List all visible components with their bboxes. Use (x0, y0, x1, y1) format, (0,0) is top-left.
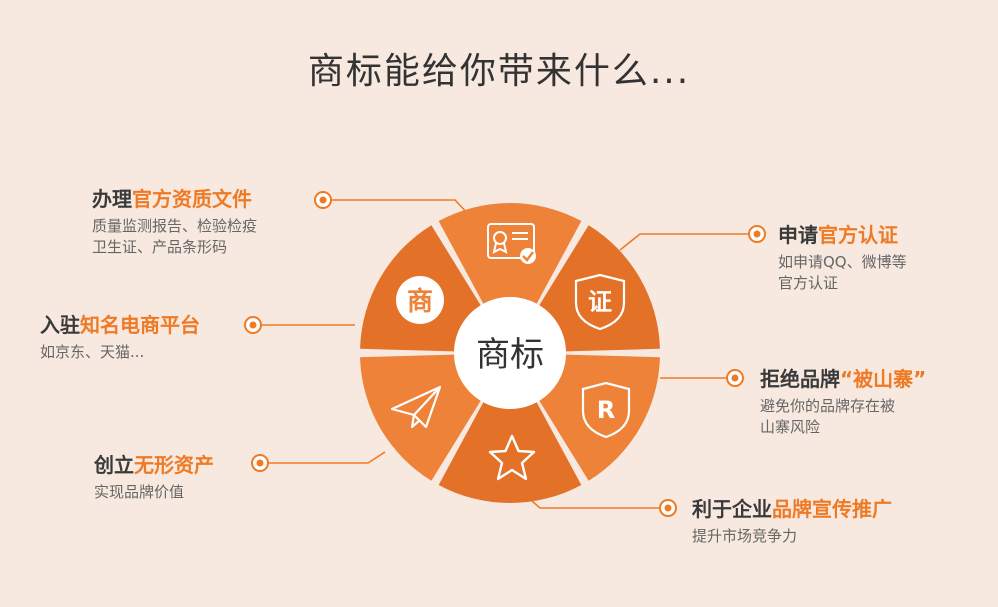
item-heading: 入驻知名电商平台 (40, 313, 200, 337)
dot-bottom-right (659, 499, 677, 517)
item-desc: 质量监测报告、检验检疫卫生证、产品条形码 (92, 217, 258, 256)
shang-glyph: 商 (407, 286, 433, 317)
dot-mid-left (244, 316, 262, 334)
item-desc: 提升市场竞争力 (692, 527, 798, 545)
registered-shield-icon: R (581, 381, 631, 439)
item-desc: 如申请QQ、微博等官方认证 (778, 253, 907, 292)
segment-lower-right (539, 354, 660, 481)
star-icon (488, 434, 536, 481)
item-official-certification: 申请官方认证 如申请QQ、微博等官方认证 (778, 222, 907, 294)
item-brand-promotion: 利于企业品牌宣传推广 提升市场竞争力 (692, 496, 892, 547)
item-anti-counterfeit: 拒绝品牌“被山寨” 避免你的品牌存在被山寨风险 (760, 366, 926, 438)
segment-bottom (438, 402, 582, 504)
item-heading: 利于企业品牌宣传推广 (692, 497, 892, 521)
segment-lower-left (360, 354, 481, 481)
segment-top (438, 203, 582, 304)
shield-zheng-icon: 证 (574, 273, 626, 331)
dot-top-right (748, 225, 766, 243)
item-heading: 创立无形资产 (94, 453, 214, 477)
dot-top-left (314, 191, 332, 209)
connector-top-left (323, 199, 473, 219)
paper-plane-icon (390, 385, 442, 429)
dot-mid-right (726, 369, 744, 387)
connector-dots (244, 191, 766, 517)
connector-bottom-left (260, 451, 386, 464)
item-desc: 避免你的品牌存在被山寨风险 (760, 397, 896, 436)
item-heading: 办理官方资质文件 (92, 187, 252, 211)
center-circle (454, 297, 566, 409)
center-label: 商标 (476, 335, 544, 375)
dot-bottom-left (251, 454, 269, 472)
zheng-glyph: 证 (588, 288, 612, 316)
segment-upper-right (539, 225, 660, 352)
page-title: 商标能给你带来什么... (307, 51, 691, 92)
item-ecommerce-platform: 入驻知名电商平台 如京东、天猫... (40, 312, 200, 363)
connector-top-right (619, 233, 757, 251)
shang-badge-icon: 商 (396, 276, 444, 324)
item-official-documents: 办理官方资质文件 质量监测报告、检验检疫卫生证、产品条形码 (92, 186, 257, 258)
item-heading: 拒绝品牌“被山寨” (760, 367, 927, 391)
certificate-icon (487, 223, 536, 264)
r-glyph: R (597, 396, 615, 424)
item-desc: 实现品牌价值 (94, 483, 185, 501)
item-heading: 申请官方认证 (778, 223, 898, 247)
item-intangible-assets: 创立无形资产 实现品牌价值 (94, 452, 214, 503)
item-desc: 如京东、天猫... (40, 343, 145, 361)
